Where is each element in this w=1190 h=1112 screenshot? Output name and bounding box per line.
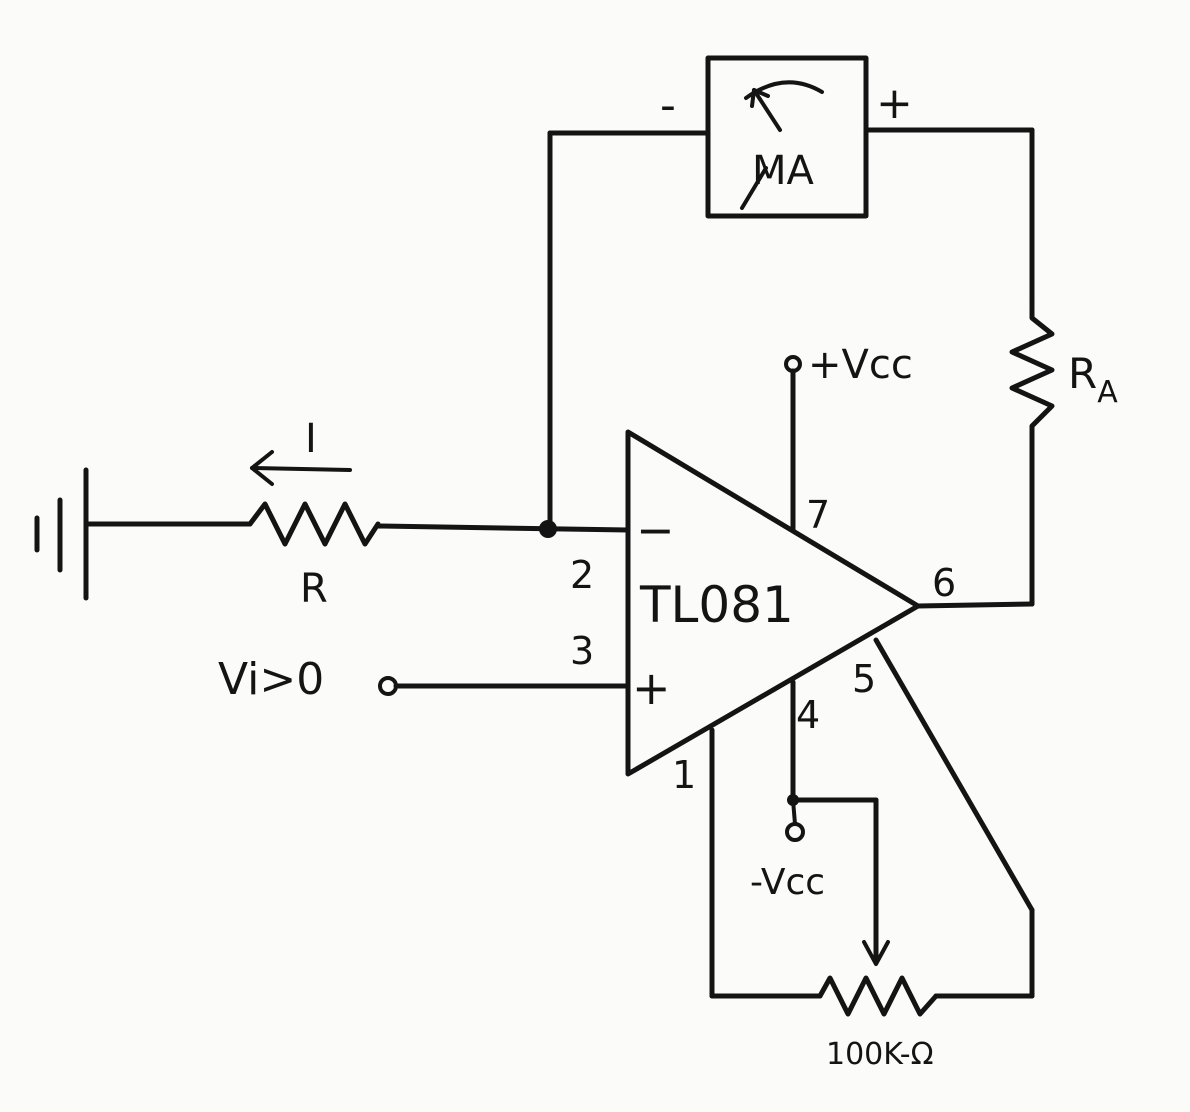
- pin-7-label: 7: [806, 493, 830, 537]
- pin-4-label: 4: [796, 693, 820, 737]
- wire-vcc-neg-stub: [791, 798, 797, 826]
- current-label: I: [305, 416, 317, 462]
- meter-needle-head: [750, 88, 770, 108]
- wire-output: [915, 601, 1035, 609]
- meter-needle: [752, 88, 782, 132]
- meter-minus-label: -: [660, 80, 676, 131]
- resistor-ra-subscript: A: [1097, 375, 1118, 410]
- vi-label: Vi>0: [218, 654, 324, 705]
- wire-pin5-diagonal: [873, 637, 1035, 913]
- resistor-ra: [1009, 297, 1055, 443]
- resistor-ra-label: RA: [1068, 349, 1118, 410]
- pin-1-label: 1: [672, 753, 696, 797]
- opamp-triangle: [625, 429, 921, 777]
- vcc-neg-terminal: [785, 822, 805, 842]
- pin-3-label: 3: [570, 629, 594, 673]
- pin-6-label: 6: [932, 561, 956, 605]
- wiper-arrow: [862, 940, 890, 966]
- vcc-neg-label: -Vcc: [750, 862, 825, 903]
- resistor-r-label: R: [300, 566, 328, 612]
- milliammeter-box: [705, 55, 869, 219]
- pin-2-label: 2: [570, 553, 594, 597]
- resistor-ra-letter: R: [1068, 349, 1097, 398]
- pin-5-label: 5: [852, 657, 876, 701]
- meter-plus-label: +: [876, 78, 913, 129]
- vcc-pos-label: +Vcc: [808, 342, 913, 388]
- ground-symbol: [34, 467, 89, 601]
- opamp-inverting-sign: −: [636, 503, 675, 557]
- potentiometer: [817, 975, 939, 1017]
- meter-diagonal-arrow: [740, 166, 768, 210]
- meter-label: MA: [752, 148, 815, 194]
- resistor-r: [247, 501, 381, 547]
- opamp-noninverting-sign: +: [632, 661, 671, 715]
- opamp-label: TL081: [639, 576, 794, 634]
- wire-r-to-inverting: [375, 523, 631, 533]
- current-arrow: [250, 450, 352, 486]
- potentiometer-label: 100K-Ω: [826, 1037, 934, 1072]
